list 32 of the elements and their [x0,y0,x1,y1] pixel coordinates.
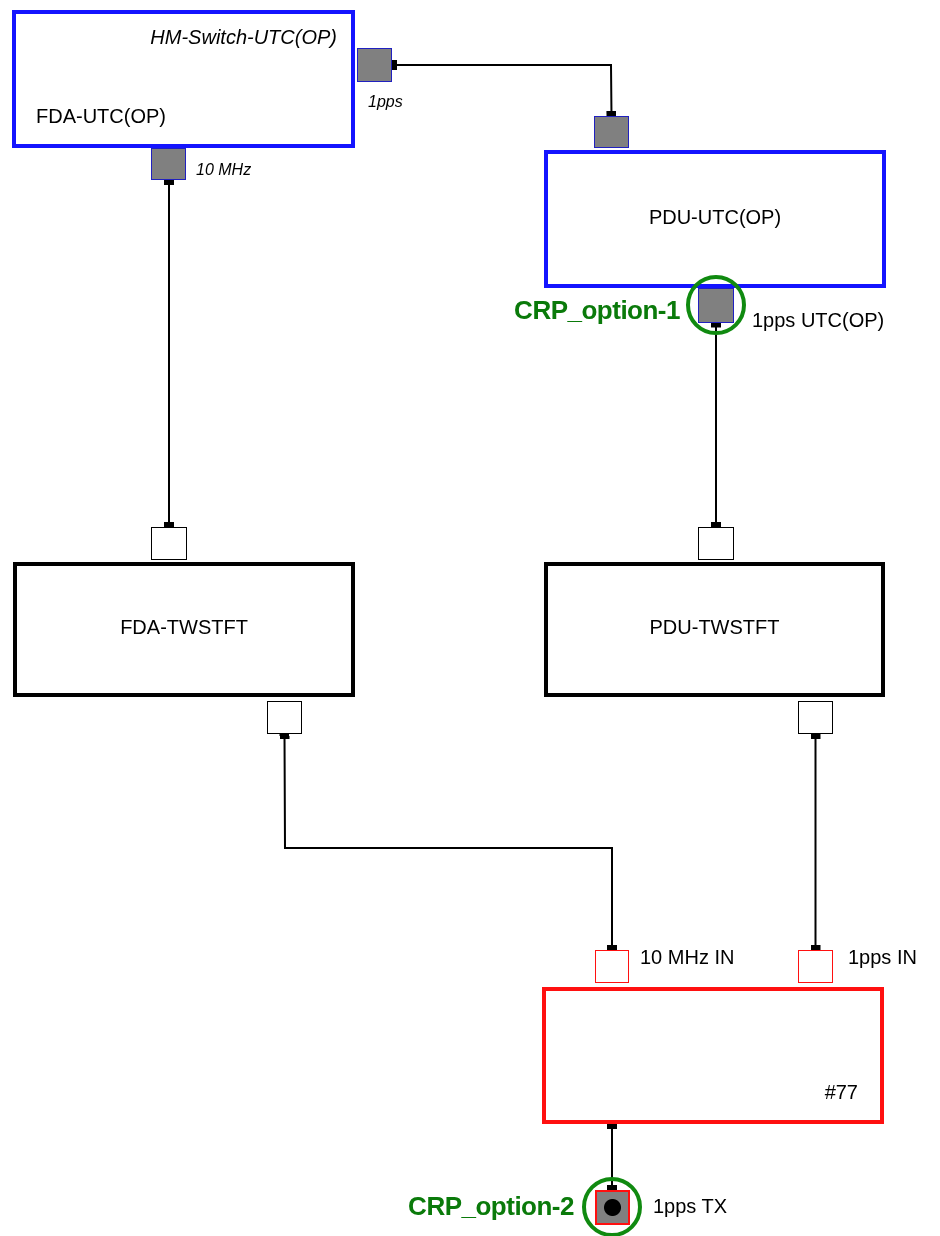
device-box [544,562,885,697]
device-label: #77 [824,1081,858,1104]
device-box [12,10,355,148]
highlight-circle [686,275,746,335]
connector-port [151,527,187,560]
device-label: PDU-UTC(OP) [647,206,783,229]
connector-port [798,950,833,983]
device-label: PDU-TWSTFT [648,616,781,639]
device-box [13,562,355,697]
connector-port [594,1189,630,1225]
device-label: HM-Switch-UTC(OP) [150,26,337,49]
option-label: CRP_option-2 [408,1191,574,1222]
device-label: FDA-UTC(OP) [36,105,166,128]
connector-port [151,148,186,180]
connector-port [798,701,833,734]
port-label: 10 MHz [196,161,252,179]
device-box [544,150,886,288]
port-label: 10 MHz IN [640,946,735,969]
device-box [542,987,884,1124]
port-label: 1pps TX [653,1195,728,1218]
connector-port [357,48,392,82]
option-label: CRP_option-1 [514,295,680,326]
port-label: 1pps UTC(OP) [752,309,885,332]
port-label: 1pps IN [848,946,917,969]
connector-port [595,950,629,983]
connector-port [698,287,734,323]
highlight-circle [582,1177,642,1236]
device-label: FDA-TWSTFT [119,616,249,639]
connector-port [267,701,302,734]
connector-port [698,527,734,560]
connector-port [594,116,629,148]
port-label: 1pps [368,93,403,111]
